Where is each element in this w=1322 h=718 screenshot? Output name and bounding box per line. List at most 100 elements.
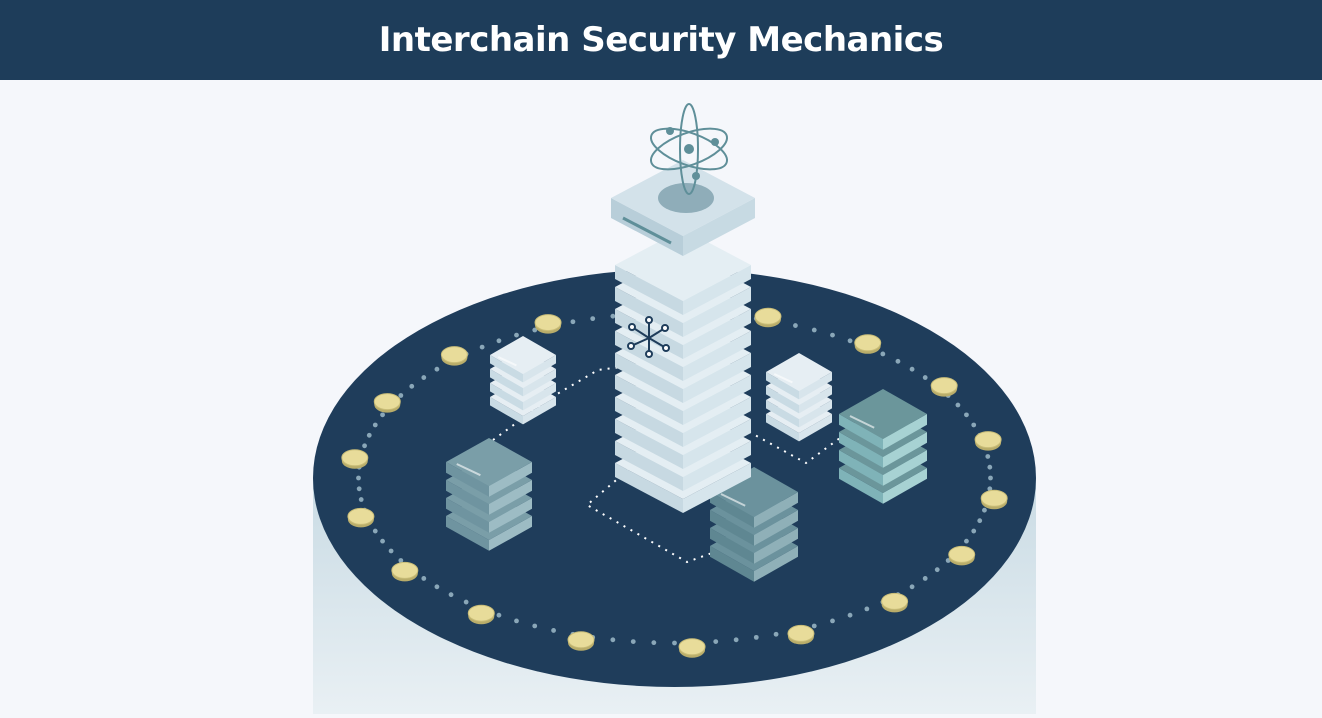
ring-dot [880, 351, 886, 357]
ring-dot [380, 538, 385, 544]
ring-dot [434, 584, 440, 590]
ring-dot [590, 316, 596, 322]
ring-dot [570, 319, 576, 325]
coin-icon [980, 489, 1008, 510]
ring-dot [651, 640, 657, 646]
coin-icon [567, 631, 595, 651]
ring-dot [964, 538, 969, 544]
tower-layer [615, 229, 751, 315]
ring-dot [398, 393, 404, 398]
ring-dot [811, 327, 817, 333]
ring-dot [398, 558, 404, 563]
connection-lines [492, 366, 841, 564]
ring-dot [388, 548, 394, 554]
stack-layer [446, 438, 532, 497]
ring-dot [830, 618, 835, 624]
ring-dot [922, 375, 928, 380]
coin-icon [534, 314, 562, 334]
coin-icon [467, 604, 495, 625]
ring-dot [356, 486, 362, 492]
ring-dot [922, 576, 928, 581]
ring-dot [448, 592, 454, 598]
ring-dot [985, 454, 991, 459]
ring-dot [551, 628, 556, 633]
ring-dot [672, 640, 677, 646]
ring-dot [909, 584, 915, 590]
ring-dot [496, 612, 502, 618]
hub-tower [611, 160, 755, 513]
ring-dot [811, 623, 817, 629]
chain-stack-upper-right [766, 353, 832, 442]
stack-layer [839, 389, 927, 450]
ring-dot [934, 567, 940, 573]
header-bar: Interchain Security Mechanics [0, 0, 1322, 80]
ring-dot [514, 618, 519, 624]
ring-dot [971, 528, 977, 534]
coin-icon [854, 334, 882, 354]
ring-dot [532, 623, 538, 629]
ring-dot [532, 327, 538, 333]
ring-dot [982, 507, 987, 513]
ring-dot [380, 412, 385, 418]
atom-icon [650, 103, 728, 195]
ring-dot [955, 402, 961, 408]
stack-layer [766, 353, 832, 400]
page-title: Interchain Security Mechanics [378, 20, 944, 60]
ring-dot [864, 606, 870, 612]
ring-dot [847, 338, 853, 344]
ring-dot [372, 422, 378, 428]
coin-icon [930, 377, 958, 397]
ring-dot [434, 366, 440, 372]
coin-icon [948, 545, 976, 566]
ring-dot [971, 422, 977, 428]
ring-dot [964, 412, 969, 418]
ring-dot [362, 443, 367, 449]
ring-dot [773, 631, 779, 637]
coin-icon [974, 431, 1002, 451]
stack-layer [490, 336, 556, 383]
ring-dot [479, 344, 485, 350]
ring-dot [630, 639, 636, 644]
coin-icon [787, 624, 815, 645]
chain-stack-upper-left [490, 336, 556, 425]
ring-dot [988, 475, 993, 481]
coin-icon [678, 638, 706, 658]
tower-cap-socket [658, 183, 714, 213]
ring-dot [421, 576, 427, 581]
ring-dot [356, 475, 361, 481]
ring-dot [463, 599, 469, 605]
ring-dot [753, 634, 759, 640]
link-right [741, 427, 841, 465]
ring-dot [514, 332, 519, 338]
coin-icon [754, 307, 782, 328]
coin-icon [373, 393, 401, 413]
interchain-security-illustration [313, 103, 1036, 714]
chain-stacks [446, 336, 927, 582]
ring-dot [409, 383, 415, 389]
coin-ring [341, 300, 1008, 658]
network-node-icon [627, 316, 670, 358]
ring-dot [610, 313, 616, 319]
ring-dot [421, 375, 427, 380]
ring-dot [847, 612, 853, 618]
chain-stack-right [839, 389, 927, 504]
chain-stack-left [446, 438, 532, 551]
illustration [0, 80, 1322, 714]
ring-dot [895, 358, 901, 364]
coin-icon [391, 561, 419, 582]
coin-icon [881, 592, 909, 613]
ring-dot [713, 639, 719, 644]
ring-dot [496, 338, 502, 344]
tower-cap-line [622, 216, 672, 245]
ring-dot [358, 497, 364, 502]
ring-dot [610, 637, 616, 643]
ring-dot [909, 366, 915, 372]
ring-dot [372, 528, 378, 534]
ring-dot [830, 332, 835, 338]
coin-icon [440, 346, 468, 366]
ring-dot [733, 637, 739, 643]
coin-icon [347, 507, 375, 528]
ring-dot [793, 323, 798, 328]
ring-dot [366, 432, 372, 438]
coin-icon [341, 449, 369, 469]
